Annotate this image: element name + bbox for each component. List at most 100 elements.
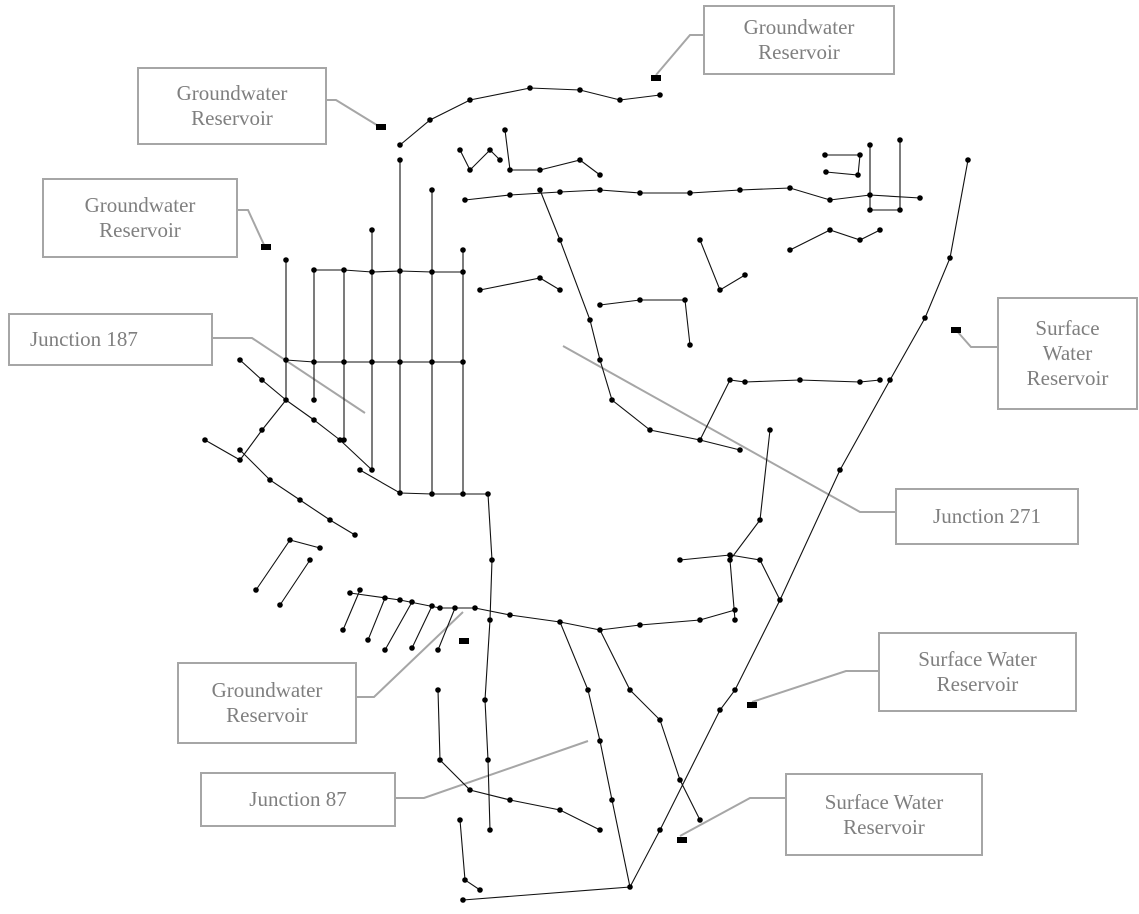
leader-junction-271 — [562, 345, 895, 513]
junction-node — [887, 377, 893, 383]
junction-node — [462, 197, 468, 203]
junction-node — [482, 697, 488, 703]
junction-node — [259, 427, 265, 433]
junction-node — [657, 827, 663, 833]
pipe-sw-5 — [367, 597, 386, 641]
junction-node — [823, 169, 829, 175]
junction-node — [429, 491, 435, 497]
junction-node — [717, 707, 723, 713]
junction-node — [637, 297, 643, 303]
junction-node — [460, 247, 466, 253]
junction-node — [460, 359, 466, 365]
leader-junction-187 — [213, 337, 366, 414]
pipe-ne-4 — [699, 239, 746, 291]
junction-node — [267, 477, 273, 483]
junction-node — [489, 557, 495, 563]
junction-node — [429, 187, 435, 193]
junction-node — [487, 827, 493, 833]
junction-node — [287, 537, 293, 543]
pipe-east-branch — [729, 429, 771, 621]
junction-node — [382, 647, 388, 653]
reservoir-symbols — [261, 75, 961, 843]
junction-node — [527, 85, 533, 91]
junction-node — [369, 227, 375, 233]
junction-node — [369, 359, 375, 365]
junction-node — [462, 877, 468, 883]
junction-node — [297, 497, 303, 503]
junction-node — [341, 359, 347, 365]
junction-node — [397, 157, 403, 163]
pipe-se-2 — [559, 621, 631, 888]
junction-node — [757, 557, 763, 563]
junction-node — [597, 302, 603, 308]
junction-node — [597, 357, 603, 363]
junction-node — [485, 757, 491, 763]
pipe-central-south — [484, 493, 493, 831]
junction-node — [837, 467, 843, 473]
junction-node — [677, 557, 683, 563]
junction-node — [627, 687, 633, 693]
reservoir-gw-left — [261, 244, 271, 250]
callout-surface-water-bottom: Surface Water Reservoir — [785, 773, 983, 856]
leader-sw-right — [955, 329, 997, 348]
pipe-ne-1 — [869, 140, 901, 211]
junction-node — [637, 190, 643, 196]
junction-node — [409, 645, 415, 651]
junction-node — [777, 597, 783, 603]
junction-node — [737, 187, 743, 193]
pipe-main-diag — [539, 189, 741, 451]
pipe-south-cross — [349, 592, 736, 631]
junction-node — [397, 490, 403, 496]
pipe-sw-4 — [342, 589, 361, 631]
junction-node — [827, 227, 833, 233]
junction-node — [827, 197, 833, 203]
junction-node — [617, 97, 623, 103]
junction-node — [867, 207, 873, 213]
junction-node — [283, 257, 289, 263]
junction-node — [597, 827, 603, 833]
pipe-c-1 — [599, 299, 691, 346]
junction-node — [657, 92, 663, 98]
pipe-ne-3 — [789, 229, 881, 251]
junction-node — [352, 532, 358, 538]
junction-node — [397, 268, 403, 274]
junction-node — [577, 87, 583, 93]
junction-node — [637, 622, 643, 628]
junction-node — [557, 189, 563, 195]
junction-node — [737, 447, 743, 453]
junction-node — [340, 627, 346, 633]
junction-node — [460, 897, 466, 903]
junction-node — [537, 187, 543, 193]
junction-node — [460, 491, 466, 497]
junction-node — [457, 147, 463, 153]
junction-node — [477, 287, 483, 293]
pipe-east-arc — [679, 554, 781, 601]
junction-node — [472, 605, 478, 611]
junction-node — [687, 342, 693, 348]
junction-node — [457, 817, 463, 823]
junction-node — [647, 427, 653, 433]
junction-node — [507, 612, 513, 618]
pipe-ne-2 — [825, 154, 861, 176]
reservoir-gw-bottom — [459, 638, 469, 644]
junction-node — [537, 167, 543, 173]
junction-node — [682, 297, 688, 303]
junction-node — [311, 267, 317, 273]
junction-node — [857, 379, 863, 385]
junction-node — [460, 269, 466, 275]
pipe-sw-1 — [239, 449, 356, 536]
junction-node — [585, 687, 591, 693]
junction-node — [435, 647, 441, 653]
junction-node — [787, 185, 793, 191]
junction-node — [259, 377, 265, 383]
callout-groundwater-top: Groundwater Reservoir — [703, 5, 895, 75]
pipe-west-radial — [204, 399, 373, 471]
junction-node — [253, 587, 259, 593]
junction-node — [502, 127, 508, 133]
junction-node — [697, 617, 703, 623]
junction-node — [487, 147, 493, 153]
reservoir-sw-mid — [747, 702, 757, 708]
junction-node — [283, 397, 289, 403]
junction-node — [487, 617, 493, 623]
